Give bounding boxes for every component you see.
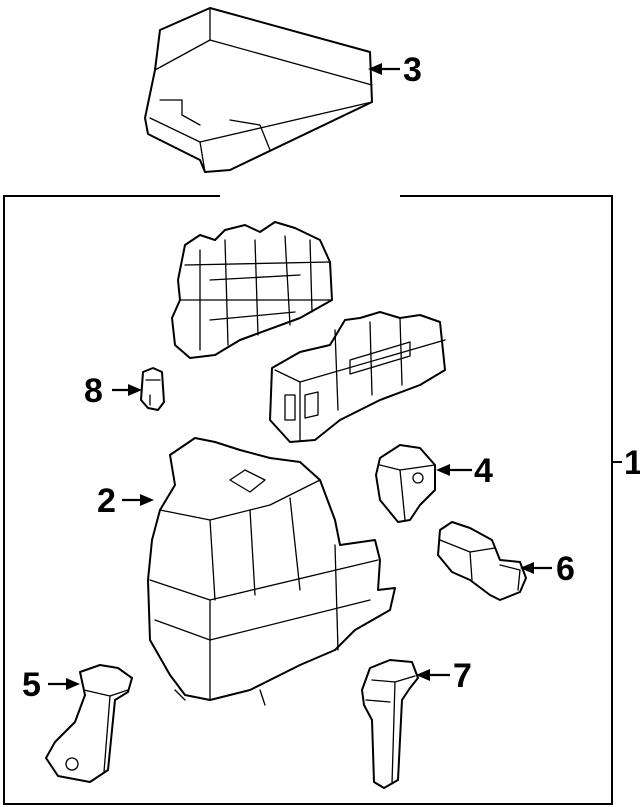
fuse-block-lower	[269, 311, 446, 443]
callout-arrows	[48, 63, 552, 690]
callout-8: 8	[84, 372, 103, 410]
fuse-block-upper	[171, 221, 333, 359]
callout-4: 4	[474, 452, 493, 490]
relay-part	[375, 444, 436, 523]
callout-2: 2	[97, 482, 116, 520]
cover-part	[144, 7, 373, 173]
fuse-holder-part	[437, 521, 527, 601]
fuse-part	[140, 367, 165, 411]
callout-3: 3	[403, 51, 422, 89]
terminal-block-part	[361, 659, 419, 789]
bracket-part	[45, 664, 133, 783]
lower-case-part	[147, 437, 396, 706]
assembly-frame	[3, 195, 622, 805]
callout-labels: 1 2 3 4 5 6 7 8	[22, 51, 640, 704]
callout-7: 7	[453, 657, 472, 695]
callout-1: 1	[624, 444, 640, 482]
callout-6: 6	[556, 550, 575, 588]
callout-5: 5	[22, 666, 41, 704]
